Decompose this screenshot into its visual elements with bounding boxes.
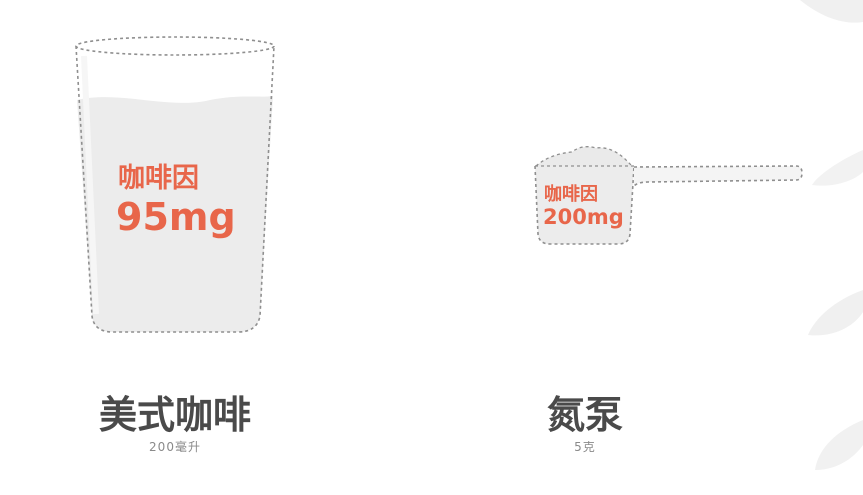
item-amount-americano: 200毫升 xyxy=(149,440,201,454)
item-name-nitro: 氮泵 xyxy=(546,393,623,437)
item-amount-nitro: 5克 xyxy=(574,440,596,454)
cup-caffeine-label: 咖啡因 xyxy=(118,163,199,194)
scoop-illustration xyxy=(534,146,803,245)
scoop-caffeine-label: 咖啡因 xyxy=(544,184,598,205)
scoop-caffeine-value: 200mg xyxy=(543,205,624,229)
cup-caffeine-value: 95mg xyxy=(116,195,236,239)
coffee-cup-illustration xyxy=(75,36,275,333)
item-name-americano: 美式咖啡 xyxy=(98,393,251,437)
